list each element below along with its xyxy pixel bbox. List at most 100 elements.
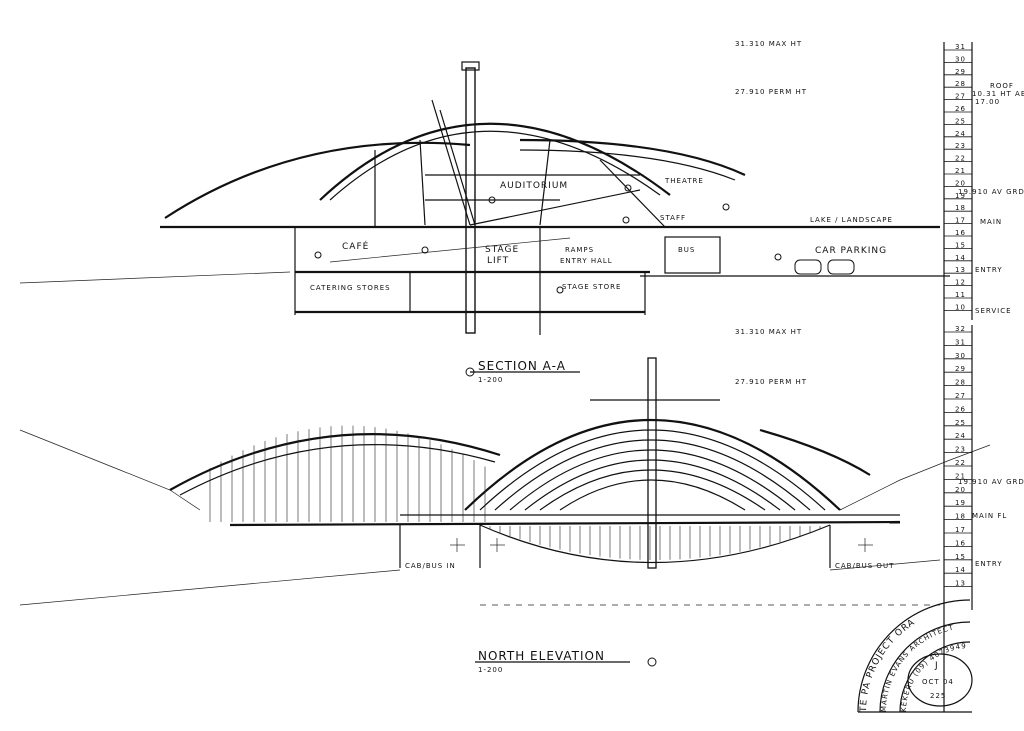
- scale-tick-label: 28: [955, 80, 966, 88]
- scale-tick-label: 15: [955, 553, 966, 561]
- dome-arch-3: [494, 439, 811, 511]
- note-max-ht-top: 31.310 MAX HT: [735, 40, 802, 48]
- figure-5: [314, 251, 322, 259]
- note-service: SERVICE: [975, 307, 1012, 315]
- elev-west-arch: [169, 433, 501, 491]
- label-catering: CATERING STORES: [310, 284, 391, 292]
- label-staff: STAFF: [660, 214, 686, 222]
- scale-tick-label: 19: [955, 192, 966, 200]
- section-labels: AUDITORIUM THEATRE STAFF CAFÉ STAGE LIFT…: [310, 177, 892, 384]
- label-auditorium: AUDITORIUM: [500, 181, 568, 191]
- section-marker-circle: [465, 367, 475, 377]
- title-block-stamp: TE PA PROJECT ORA MARTIN EVANS ARCHITECT…: [857, 599, 973, 713]
- dome-arch-4: [509, 449, 796, 511]
- label-cafe: CAFÉ: [342, 240, 369, 252]
- scale-tick-label: 14: [955, 254, 966, 262]
- scale-tick-label: 14: [955, 566, 966, 574]
- label-car-parking: CAR PARKING: [815, 246, 887, 256]
- label-cab-bus-in: CAB/BUS IN: [405, 562, 456, 570]
- west-arch: [164, 141, 471, 219]
- scale-tick-label: 31: [955, 43, 966, 51]
- scale-tick-label: 21: [955, 472, 966, 480]
- note-roof: ROOF: [990, 82, 1014, 90]
- under-deck-bowl: [479, 524, 831, 564]
- main-arch-inner: [329, 130, 661, 201]
- label-theatre: THEATRE: [664, 177, 704, 185]
- scale-tick-label: 23: [955, 142, 966, 150]
- dome-arch-2: [479, 429, 826, 511]
- scale-tick-label: 11: [955, 291, 966, 299]
- scale-tick-label: 20: [955, 179, 966, 187]
- strut-1: [431, 99, 471, 226]
- scale-tick-label: 24: [955, 130, 966, 138]
- label-entry-hall: ENTRY HALL: [560, 257, 613, 265]
- note-entry-1: ENTRY: [975, 266, 1003, 274]
- scale-tick-label: 21: [955, 167, 966, 175]
- ramp-in: [19, 569, 401, 606]
- scale-tick-label: 18: [955, 513, 966, 521]
- stamp-letter: J: [934, 661, 939, 671]
- strut-2: [439, 109, 476, 226]
- scale-tick-label: 16: [955, 539, 966, 547]
- terrain-west: [19, 429, 201, 511]
- figure-8: [774, 253, 782, 261]
- strut-3: [419, 139, 426, 226]
- section-title: SECTION A-A: [478, 359, 566, 373]
- scale-tick-label: 20: [955, 486, 966, 494]
- figure-4: [722, 203, 730, 211]
- strut-6: [599, 159, 666, 228]
- elev-east-arch: [759, 428, 871, 476]
- stamp-arc-2: [879, 621, 971, 713]
- scale-tick-label: 15: [955, 241, 966, 249]
- scale-tick-label: 17: [955, 526, 966, 534]
- mast-cap: [461, 61, 480, 71]
- scale-tick-label: 28: [955, 379, 966, 387]
- scale-tick-label: 24: [955, 432, 966, 440]
- label-stage-1: STAGE: [485, 245, 519, 255]
- dome-arch-6: [539, 469, 766, 511]
- scale-tick-label: 13: [955, 580, 966, 588]
- label-bus: BUS: [678, 246, 695, 254]
- note-roof-ht: 10.31 HT ABV: [972, 90, 1024, 98]
- note-max-ht-mid: 31.310 MAX HT: [735, 328, 802, 336]
- scale-tick-label: 27: [955, 392, 966, 400]
- scale-ticks-upper: 3130292827262524232221201918171615141312…: [944, 43, 972, 311]
- dome-arch-5: [524, 459, 781, 511]
- label-ramps: RAMPS: [565, 246, 594, 254]
- elevation-ribs: [209, 425, 821, 560]
- note-main-2: MAIN FL: [972, 512, 1007, 520]
- scale-tick-label: 29: [955, 365, 966, 373]
- stamp-arc-outer: [857, 599, 971, 713]
- note-perm-ht-mid: 27.910 PERM HT: [735, 378, 807, 386]
- bus-box: [664, 236, 721, 274]
- ground-line-west: [19, 271, 291, 284]
- figure-1: [488, 196, 496, 204]
- figure-2: [624, 184, 632, 192]
- note-av-grd-1: 19.910 AV GRD: [958, 188, 1024, 196]
- scale-tick-label: 22: [955, 459, 966, 467]
- scale-tick-label: 22: [955, 155, 966, 163]
- car-1: [794, 259, 822, 275]
- label-cab-bus-out: CAB/BUS OUT: [835, 562, 894, 570]
- note-perm-ht-top: 27.910 PERM HT: [735, 88, 807, 96]
- figure-6: [421, 246, 429, 254]
- scale-tick-label: 25: [955, 419, 966, 427]
- stamp-oval: [907, 653, 973, 707]
- scale-tick-label: 13: [955, 266, 966, 274]
- scale-tick-label: 29: [955, 68, 966, 76]
- scale-tick-label: 32: [955, 325, 966, 333]
- scale-tick-label: 27: [955, 93, 966, 101]
- scale-tick-label: 30: [955, 55, 966, 63]
- stamp-date: OCT 04: [922, 678, 954, 686]
- elevation-scale: 1-200: [478, 666, 503, 674]
- label-stage-store: STAGE STORE: [562, 283, 621, 291]
- east-arch-inner: [519, 149, 736, 181]
- section-scale: 1-200: [478, 376, 503, 384]
- auditorium-rake: [469, 189, 641, 226]
- elevation-labels: CAB/BUS IN CAB/BUS OUT NORTH ELEVATION 1…: [405, 562, 894, 674]
- note-main-1: MAIN: [980, 218, 1002, 226]
- dome-arch-1: [464, 418, 841, 511]
- section-a-a-drawing: [19, 61, 950, 377]
